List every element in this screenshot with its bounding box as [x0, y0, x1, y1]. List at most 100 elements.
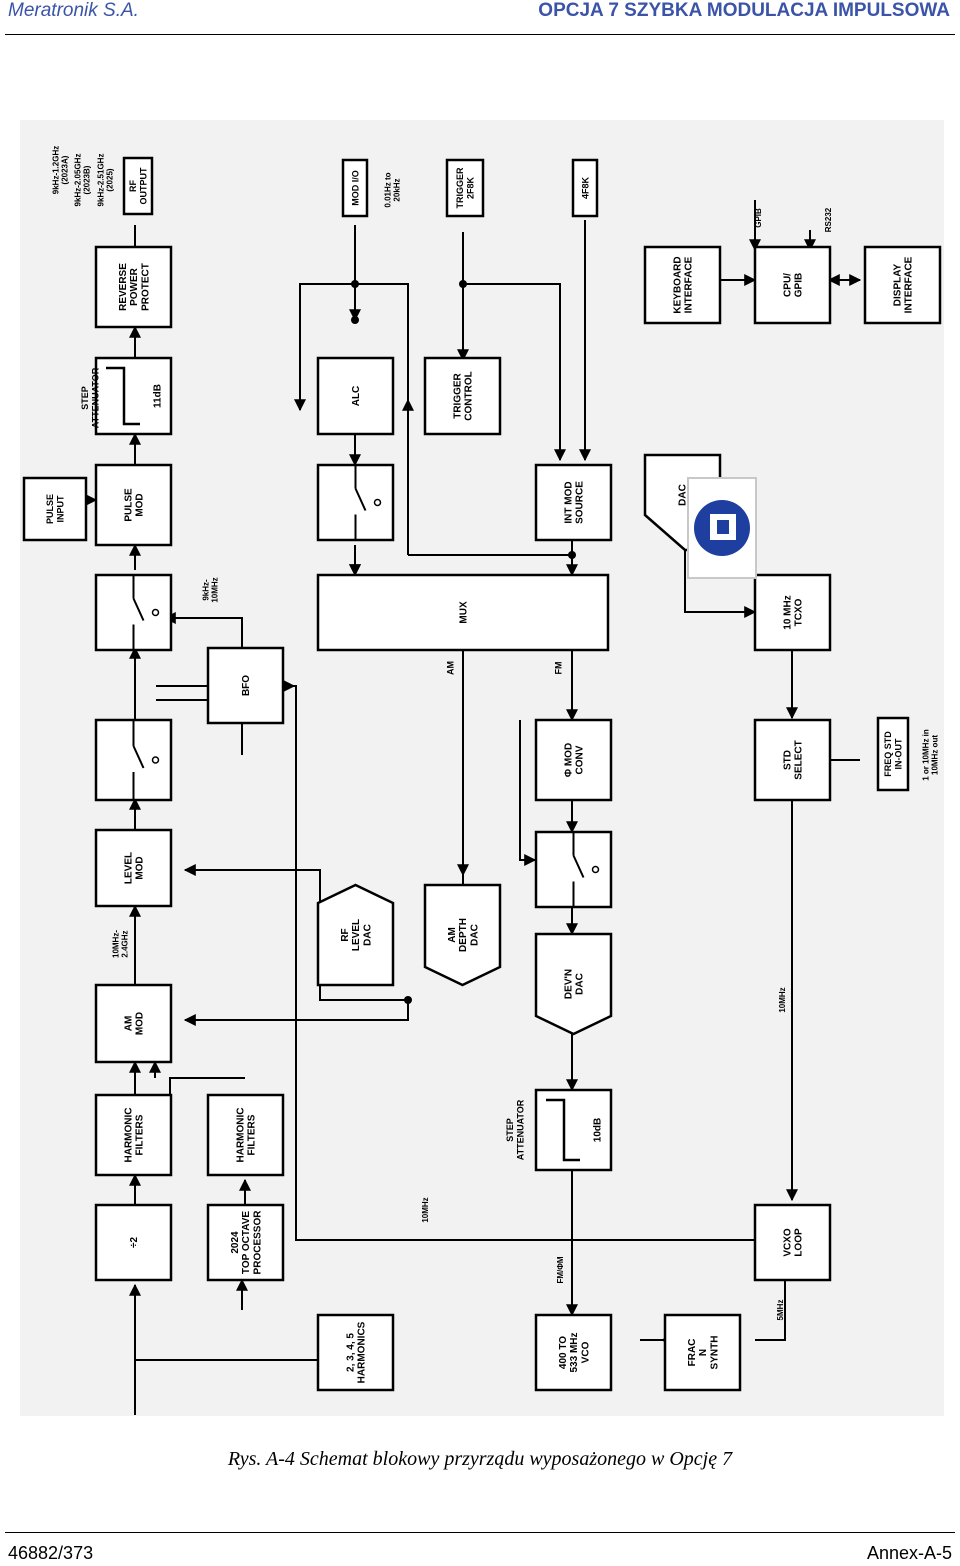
step-attenuator-11db-box: [94, 356, 173, 436]
svg-text:10 MHz: 10 MHz: [783, 595, 794, 629]
svg-text:N: N: [698, 1349, 709, 1356]
svg-text:RS232: RS232: [824, 207, 833, 232]
svg-text:DAC: DAC: [469, 924, 480, 946]
svg-text:PROCESSOR: PROCESSOR: [252, 1210, 263, 1275]
freq-std-box: [876, 716, 910, 792]
label-rs232: RS232: [824, 207, 833, 232]
svg-text:PULSE: PULSE: [45, 494, 55, 524]
svg-text:11dB: 11dB: [153, 384, 164, 408]
svg-text:9kHz-1.2GHz: 9kHz-1.2GHz: [51, 146, 60, 194]
svg-text:ALC: ALC: [351, 386, 362, 407]
alc-box: [316, 356, 395, 436]
mod-io-box: [341, 158, 369, 218]
svg-text:POWER: POWER: [129, 267, 140, 306]
connector-4f8k-box: [571, 158, 599, 218]
footer-rule: [5, 1532, 955, 1533]
svg-text:HARMONIC: HARMONIC: [124, 1108, 135, 1163]
mux-box: [316, 573, 610, 652]
svg-text:400 TO: 400 TO: [558, 1336, 569, 1369]
pulse-mod-box: [94, 463, 173, 547]
svg-text:9kHz-: 9kHz-: [201, 579, 210, 601]
footer-doc-number: 46882/373: [8, 1543, 94, 1563]
pulse-input-box: [22, 476, 88, 542]
connector-4f8k-label: 4F8K: [580, 176, 590, 199]
svg-text:TRIGGER: TRIGGER: [455, 167, 465, 209]
svg-text:RF: RF: [128, 180, 138, 192]
bfo-label: BFO: [241, 675, 252, 696]
level-mod-box: [94, 828, 173, 908]
figure-caption: Rys. A-4 Schemat blokowy przyrządu wypos…: [227, 1448, 733, 1470]
svg-text:INTERFACE: INTERFACE: [904, 256, 915, 313]
label-fm: FM: [553, 662, 563, 675]
svg-text:533 MHz: 533 MHz: [569, 1332, 580, 1372]
svg-text:10MHz-: 10MHz-: [111, 930, 120, 958]
label-gpib: GPIB: [754, 208, 763, 228]
svg-text:STD: STD: [783, 750, 794, 770]
label-bfo-range: 9kHz-10MHz: [201, 577, 219, 602]
svg-text:CONV: CONV: [575, 745, 586, 774]
label-10mhz-bus: 10MHz: [421, 1197, 430, 1222]
svg-text:MOD: MOD: [135, 856, 146, 879]
mod-io-label: MOD I/O: [350, 170, 360, 206]
step-attenuator-10db-box: [534, 1088, 613, 1172]
svg-text:ATTENUATOR: ATTENUATOR: [90, 367, 100, 428]
cpu-gpib-label: CPU/GPIB: [783, 273, 805, 297]
svg-text:20kHz: 20kHz: [392, 178, 401, 201]
svg-text:TCXO: TCXO: [794, 598, 805, 626]
tcxo-box: [753, 573, 832, 652]
svg-text:5MHz: 5MHz: [776, 1300, 785, 1321]
svg-text:HARMONICS: HARMONICS: [357, 1321, 368, 1383]
svg-text:DAC: DAC: [362, 924, 373, 946]
svg-text:LEVEL: LEVEL: [124, 852, 135, 884]
svg-text:AM: AM: [124, 1016, 135, 1032]
svg-text:SYNTH: SYNTH: [709, 1336, 720, 1370]
company-logo: [687, 477, 757, 579]
reverse-power-protect-box: [94, 245, 173, 329]
svg-text:4F8K: 4F8K: [580, 176, 590, 199]
svg-text:2, 3, 4, 5: 2, 3, 4, 5: [346, 1333, 357, 1372]
footer-page-number: Annex-A-5: [866, 1543, 952, 1563]
svg-text:AM: AM: [447, 927, 458, 943]
svg-text:IN-OUT: IN-OUT: [893, 738, 903, 769]
label-level-range: 10MHz-2.4GHz: [111, 930, 129, 958]
svg-text:STEP: STEP: [80, 386, 90, 410]
svg-text:DAC: DAC: [678, 484, 689, 506]
header-rule: [5, 34, 955, 35]
svg-text:10MHz: 10MHz: [778, 987, 787, 1012]
label-10mhz-std: 10MHz: [778, 987, 787, 1012]
svg-text:9kHz-2.05GHz: 9kHz-2.05GHz: [73, 154, 82, 207]
svg-text:SELECT: SELECT: [794, 740, 805, 779]
svg-text:÷2: ÷2: [129, 1237, 140, 1248]
svg-text:INPUT: INPUT: [55, 495, 65, 523]
svg-text:0.01Hz to: 0.01Hz to: [383, 172, 392, 207]
svg-text:VCO: VCO: [580, 1341, 591, 1363]
divide-by-2-label: ÷2: [129, 1237, 140, 1248]
step-attenuator-10db-label: 10dB: [593, 1118, 604, 1142]
svg-text:FM: FM: [553, 662, 563, 675]
label-range-2025: 9kHz-2.51GHz(2025): [96, 154, 114, 207]
vco-box: [534, 1313, 613, 1392]
am-depth-dac-box: [423, 883, 502, 987]
keyboard-interface-box: [643, 245, 722, 325]
svg-text:MOD: MOD: [135, 493, 146, 516]
svg-text:10dB: 10dB: [593, 1118, 604, 1142]
cpu-gpib-box: [753, 245, 832, 325]
step-attenuator-11db-label: 11dB: [153, 384, 164, 408]
divide-by-2-box: [94, 1203, 173, 1282]
